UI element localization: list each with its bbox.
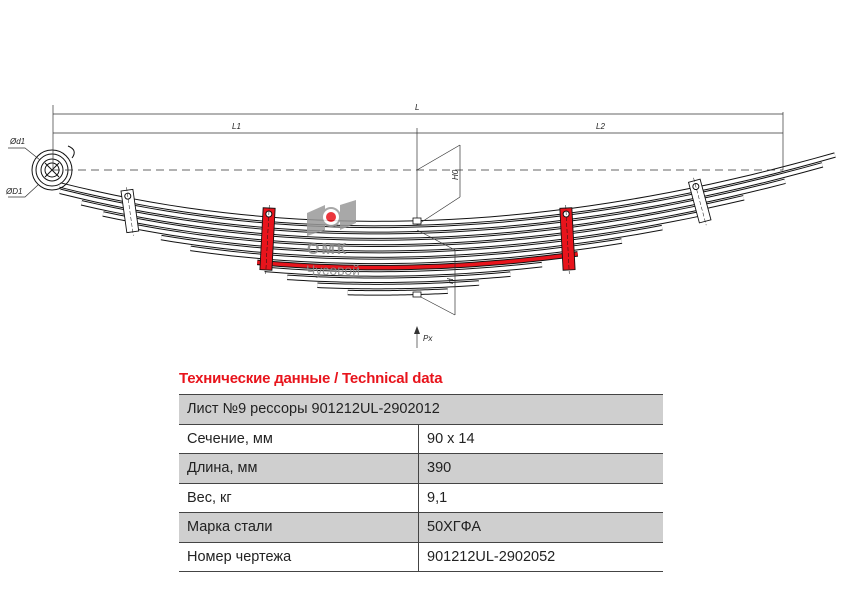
highlighted-clamp xyxy=(559,205,576,274)
row-value: 390 xyxy=(418,453,663,484)
spring-leaf xyxy=(264,262,543,276)
dim-label-l1: L1 xyxy=(232,122,241,131)
spring-clamp xyxy=(687,177,712,226)
spring-leaf xyxy=(59,163,823,232)
spring-clamp xyxy=(120,187,140,236)
dim-label-h0: H0 xyxy=(451,169,460,180)
spring-leaf xyxy=(190,239,623,264)
spring-leaf xyxy=(81,179,786,238)
logo-brand: ОМК xyxy=(307,241,349,258)
technical-data-title: Технические данные / Technical data xyxy=(179,370,443,387)
table-header: Лист №9 рессоры 901212UL-2902012 xyxy=(179,394,663,425)
spring-leaves xyxy=(59,152,836,296)
row-value: 90 x 14 xyxy=(418,424,663,454)
row-label: Вес, кг xyxy=(179,483,419,513)
dim-label-px: Px xyxy=(423,334,433,343)
dim-label-l2: L2 xyxy=(596,122,605,131)
dim-label-D1: ØD1 xyxy=(5,187,22,196)
dim-label-h: H xyxy=(446,278,455,284)
spring-leaf xyxy=(131,211,704,251)
spring-leaf xyxy=(347,289,448,295)
dim-label-d1: Ød1 xyxy=(9,137,25,146)
spring-leaf xyxy=(102,196,745,245)
row-label: Сечение, мм xyxy=(179,424,419,454)
spring-clamps xyxy=(120,177,712,274)
dim-label-l: L xyxy=(415,103,419,112)
spring-leaf xyxy=(160,225,663,257)
logo-city: Чусовой xyxy=(306,262,360,278)
highlighted-leaf-9 xyxy=(257,252,578,270)
force-arrow-icon xyxy=(414,326,420,334)
dimension-lines xyxy=(8,105,784,348)
row-value: 901212UL-2902052 xyxy=(418,542,663,572)
row-label: Марка стали xyxy=(179,512,419,543)
spring-leaf xyxy=(317,281,480,289)
table-header-row: Лист №9 рессоры 901212UL-2902012 xyxy=(179,394,663,425)
leaf-spring-drawing: L L1 L2 Ød1 ØD1 H0 H Px ОМК Чусовой xyxy=(5,103,836,348)
row-label: Номер чертежа xyxy=(179,542,419,572)
row-label: Длина, мм xyxy=(179,453,419,484)
center-bolt xyxy=(412,217,422,298)
technical-data-table: Лист №9 рессоры 901212UL-2902012 Сечение… xyxy=(179,394,663,572)
row-value: 50ХГФА xyxy=(418,512,663,543)
highlighted-clamp xyxy=(259,205,276,274)
omk-logo: ОМК Чусовой xyxy=(306,200,360,278)
spring-leaf xyxy=(287,272,511,283)
row-value: 9,1 xyxy=(418,483,663,513)
